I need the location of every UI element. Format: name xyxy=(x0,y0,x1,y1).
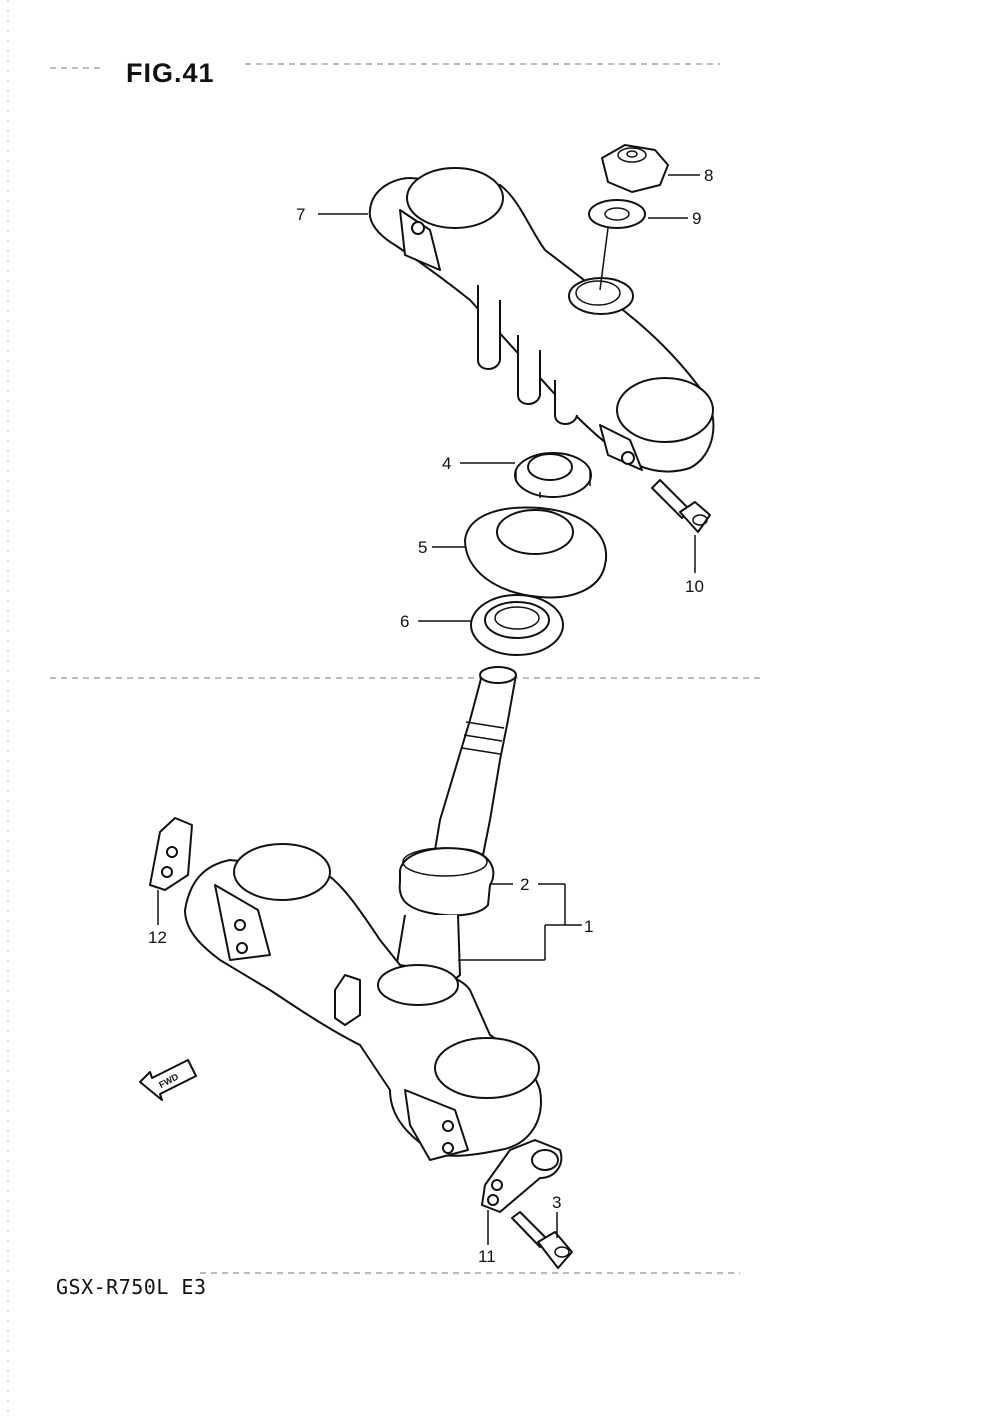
callout-11: 11 xyxy=(478,1247,496,1266)
callout-1: 1 xyxy=(584,917,593,936)
callout-4: 4 xyxy=(442,454,451,473)
model-code: GSX-R750L E3 xyxy=(56,1275,207,1299)
steering-stem-part-2 xyxy=(394,666,517,986)
steering-stem-lock-nut-part-4 xyxy=(514,452,592,498)
forward-arrow-icon: FWD xyxy=(139,1059,197,1101)
callout-10: 10 xyxy=(685,577,704,596)
leader-lines xyxy=(157,174,700,1245)
steering-bearing-part-6 xyxy=(470,594,564,656)
callout-3: 3 xyxy=(552,1193,561,1212)
callout-8: 8 xyxy=(704,166,713,185)
figure-title: FIG.41 xyxy=(126,58,215,88)
washer-part-9 xyxy=(588,199,646,229)
callout-7: 7 xyxy=(296,205,305,224)
steering-stem-nut-part-8 xyxy=(601,144,669,193)
bolt-part-3 xyxy=(511,1211,573,1269)
clamp-part-12 xyxy=(149,817,193,891)
dust-seal-part-5 xyxy=(464,506,608,599)
callout-labels: 1 2 3 4 5 6 7 8 9 10 11 12 xyxy=(148,166,713,1266)
scan-lines xyxy=(7,0,760,1417)
callout-6: 6 xyxy=(400,612,409,631)
upper-bracket-part-7 xyxy=(368,167,715,473)
clamp-part-11 xyxy=(481,1139,563,1213)
callout-9: 9 xyxy=(692,209,701,228)
callout-2: 2 xyxy=(520,875,529,894)
bolt-part-10 xyxy=(651,479,711,533)
callout-5: 5 xyxy=(418,538,427,557)
lower-bracket xyxy=(184,843,542,1161)
callout-12: 12 xyxy=(148,928,167,947)
